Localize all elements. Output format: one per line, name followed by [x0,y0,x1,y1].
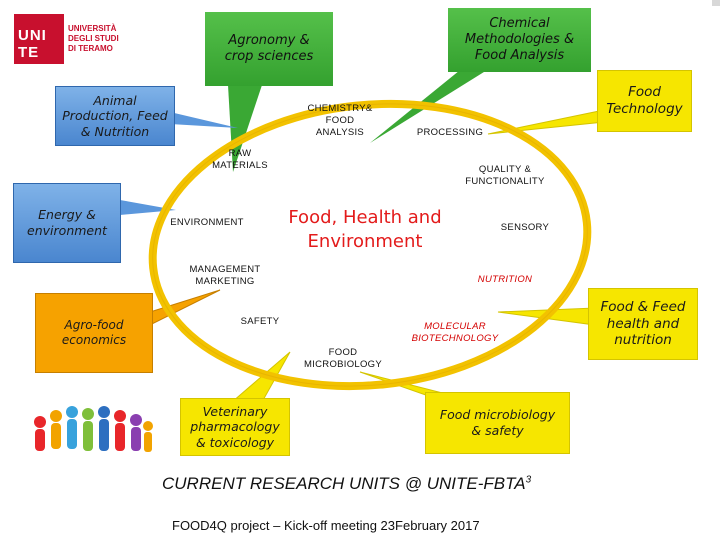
callout-agronomy: Agronomy &crop sciences [205,12,333,86]
topic-sensory: SENSORY [500,222,550,233]
logo-mark-text: UNI TE [18,27,47,61]
topic-safety: SAFETY [240,316,280,327]
people-group-icon [34,406,153,452]
corner-mark [712,0,720,6]
footer-subtitle: FOOD4Q project – Kick-off meeting 23Febr… [172,518,480,533]
animal-tail [170,112,238,128]
agronomy-tail [228,85,262,172]
topic-environment: ENVIRONMENT [170,217,244,228]
topic-processing: PROCESSING [416,127,484,138]
university-logo: UNI TE UNIVERSITÀ DEGLI STUDI DI TERAMO [14,14,154,66]
callout-energy-environment: Energy &environment [13,183,121,263]
center-title: Food, Health and Environment [288,207,442,253]
footer-title: CURRENT RESEARCH UNITS @ UNITE-FBTA3 [162,474,532,493]
logo-name: UNIVERSITÀ DEGLI STUDI DI TERAMO [68,24,119,53]
chem-methods-tail [370,62,500,143]
callout-food-microbiology-safety: Food microbiology& safety [425,392,570,454]
logo-mark: UNI TE [14,14,64,64]
topic-nutrition: NUTRITION [477,274,533,285]
topic-quality-functionality: QUALITY &FUNCTIONALITY [465,164,545,187]
